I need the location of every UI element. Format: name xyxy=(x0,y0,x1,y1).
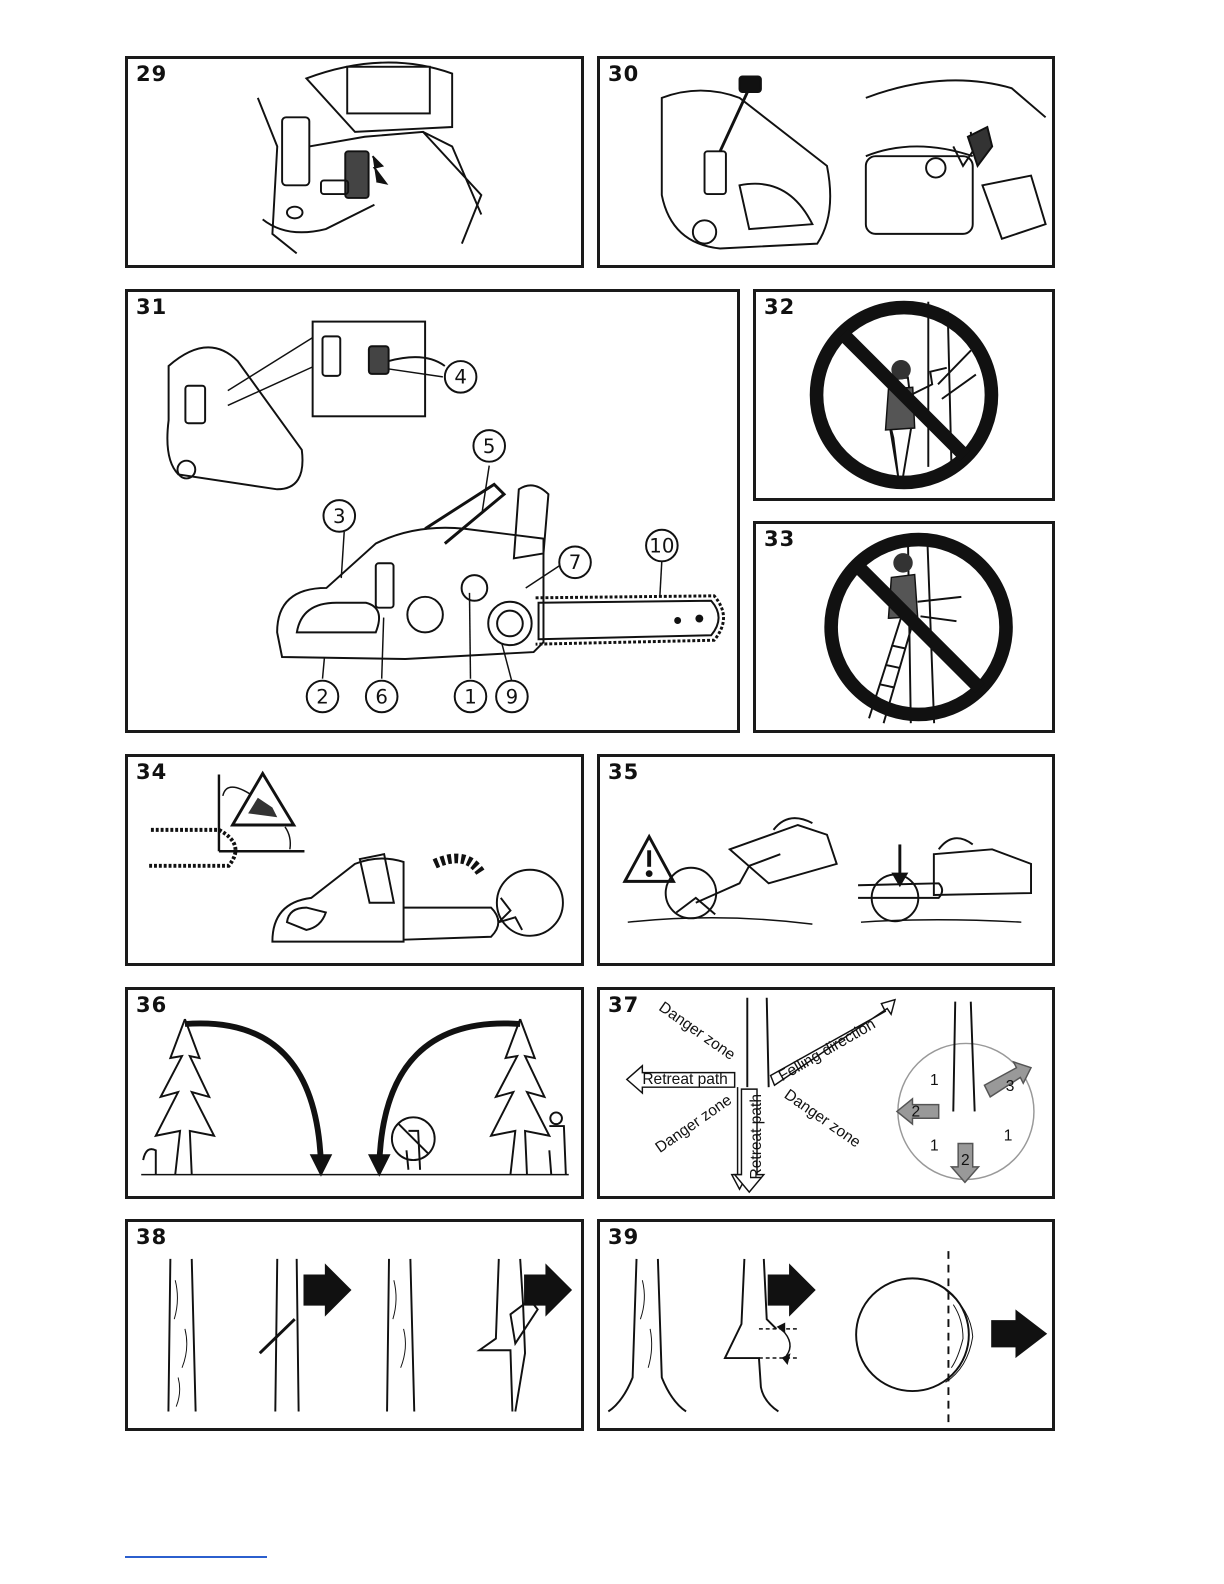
kickback-illustration xyxy=(128,757,581,963)
no-cutting-above-shoulder-icon xyxy=(756,292,1052,498)
callout-4-label: 4 xyxy=(454,366,467,389)
callout-9: 9 xyxy=(496,681,528,713)
danger-zone-top-label: Danger zone xyxy=(656,999,739,1064)
circle-zone-3: 3 xyxy=(1006,1078,1015,1095)
figure-34: 34 xyxy=(125,754,584,966)
callout-9-label: 9 xyxy=(506,685,519,708)
figure-38: 38 xyxy=(125,1219,584,1431)
felling-distance-illustration xyxy=(128,990,581,1196)
figure-32: 32 xyxy=(753,289,1055,501)
callout-4: 4 xyxy=(445,361,477,393)
figure-33: 33 xyxy=(753,521,1055,733)
felling-zones-diagram: Retreat path Retreat path Felling direct… xyxy=(600,990,1052,1196)
figure-number: 30 xyxy=(608,62,639,86)
figure-number: 38 xyxy=(136,1225,167,1249)
felling-direction-label: Felling direction xyxy=(776,1016,879,1085)
figure-number: 37 xyxy=(608,993,639,1017)
figure-number: 39 xyxy=(608,1225,639,1249)
figure-30: 30 xyxy=(597,56,1055,268)
notch-cut-sequence-illustration xyxy=(128,1222,581,1428)
callout-1: 1 xyxy=(455,681,487,713)
figure-number: 34 xyxy=(136,760,167,784)
callout-3: 3 xyxy=(323,500,355,532)
footer-rule xyxy=(125,1556,267,1558)
callout-10-label: 10 xyxy=(649,534,674,557)
callout-2-label: 2 xyxy=(316,685,329,708)
callout-2: 2 xyxy=(307,681,339,713)
circle-zone-1a: 1 xyxy=(930,1072,939,1089)
callout-5-label: 5 xyxy=(483,435,496,458)
figure-31: 31 1 2 xyxy=(125,289,740,733)
callout-3-label: 3 xyxy=(333,505,346,528)
callout-5: 5 xyxy=(473,430,505,462)
retreat-path-left-label: Retreat path xyxy=(642,1071,727,1088)
callout-6-label: 6 xyxy=(375,685,388,708)
callout-numbers: 1 2 3 4 5 6 7 9 10 xyxy=(128,292,737,730)
figure-number: 35 xyxy=(608,760,639,784)
figure-number: 36 xyxy=(136,993,167,1017)
figure-29: 29 xyxy=(125,56,584,268)
figure-36: 36 xyxy=(125,987,584,1199)
no-cutting-from-ladder-icon xyxy=(756,524,1052,730)
pull-push-illustration xyxy=(600,757,1052,963)
danger-zone-left-label: Danger zone xyxy=(652,1092,735,1157)
callout-6: 6 xyxy=(366,681,398,713)
figure-number: 33 xyxy=(764,527,795,551)
circle-zone-1b: 1 xyxy=(930,1137,939,1154)
figure-number: 29 xyxy=(136,62,167,86)
felling-cut-illustration xyxy=(600,1222,1052,1428)
circle-zone-2a: 2 xyxy=(912,1103,921,1120)
callout-7: 7 xyxy=(559,547,591,579)
figure-35: 35 xyxy=(597,754,1055,966)
figure-number: 32 xyxy=(764,295,795,319)
choke-and-throttle-illustration xyxy=(600,59,1052,265)
callout-7-label: 7 xyxy=(569,551,582,574)
figure-39: 39 xyxy=(597,1219,1055,1431)
danger-zone-right-label: Danger zone xyxy=(781,1086,864,1151)
callout-1-label: 1 xyxy=(464,685,477,708)
figure-number: 31 xyxy=(136,295,167,319)
chain-brake-illustration xyxy=(128,59,581,265)
callout-10: 10 xyxy=(646,530,678,562)
retreat-path-down-label: Retreat path xyxy=(748,1094,765,1179)
circle-zone-1c: 1 xyxy=(1004,1128,1013,1145)
circle-zone-2b: 2 xyxy=(961,1152,970,1169)
figure-37: 37 Retreat path Retreat path Felling dir… xyxy=(597,987,1055,1199)
